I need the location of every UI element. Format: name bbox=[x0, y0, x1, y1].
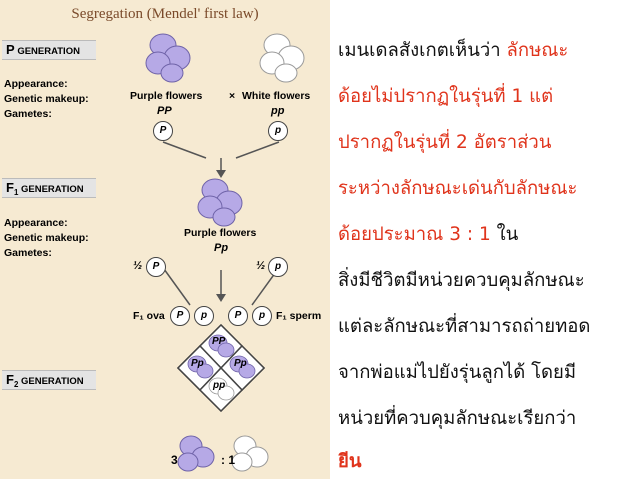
gamete-fraction: ½ bbox=[256, 260, 266, 272]
purple-flower-icon bbox=[145, 33, 191, 83]
gametes-label: Gametes: bbox=[4, 108, 52, 120]
genetic-makeup-label: Genetic makeup: bbox=[4, 232, 89, 244]
purple-flower-icon bbox=[197, 178, 243, 227]
text-line: ปรากฏในรุ่นที่ 2 อัตราส่วน bbox=[338, 132, 552, 153]
f2-generation-label: F2 GENERATION bbox=[2, 370, 96, 390]
sperm-circle: p bbox=[252, 306, 272, 326]
gamete-circle: P bbox=[153, 121, 173, 141]
diagram-title: Segregation (Mendel' first law) bbox=[71, 6, 259, 22]
f1-ova-label: F₁ ova bbox=[133, 310, 165, 322]
f1-generation-label: F1 GENERATION bbox=[2, 178, 96, 198]
punnett-cell: pp bbox=[213, 380, 226, 391]
white-flower-icon bbox=[259, 33, 305, 83]
right-parent-genotype: pp bbox=[271, 105, 285, 117]
gamete-circle: P bbox=[146, 257, 166, 277]
appearance-label: Appearance: bbox=[4, 78, 68, 90]
text-line: ด้อยประมาณ 3 : 1 ใน bbox=[338, 224, 519, 245]
final-word: ยีน bbox=[338, 451, 362, 472]
arrow-head bbox=[216, 294, 226, 302]
p-generation-label: P GENERATION bbox=[2, 40, 96, 60]
genetic-makeup-label: Genetic makeup: bbox=[4, 93, 89, 105]
right-parent-appearance: White flowers bbox=[242, 90, 311, 102]
purple-flower-icon bbox=[177, 435, 215, 472]
f1-genotype: Pp bbox=[214, 242, 229, 254]
white-flower-icon bbox=[231, 435, 269, 472]
f1-sperm-label: F₁ sperm bbox=[276, 310, 322, 322]
gamete-circle: p bbox=[268, 257, 288, 277]
text-line: ระหว่างลักษณะเด่นกับลักษณะ bbox=[338, 178, 578, 199]
gametes-label: Gametes: bbox=[4, 247, 52, 259]
left-parent-genotype: PP bbox=[157, 105, 172, 117]
punnett-cell: Pp bbox=[191, 358, 204, 369]
cross-symbol: × bbox=[229, 90, 236, 102]
ratio-left: 3 bbox=[171, 453, 178, 467]
gamete-circle: p bbox=[268, 121, 288, 141]
text-line: ด้อยไม่ปรากฏในรุ่นที่ 1 แต่ bbox=[338, 86, 554, 107]
f1-appearance: Purple flowers bbox=[184, 227, 257, 239]
punnett-square bbox=[176, 323, 266, 413]
text-line: หน่วยที่ควบคุมลักษณะเรียกว่า bbox=[338, 408, 577, 429]
ova-circle: p bbox=[194, 306, 214, 326]
text-line: แต่ละลักษณะที่สามารถถ่ายทอด bbox=[338, 316, 591, 337]
gamete-fraction: ½ bbox=[133, 260, 143, 272]
punnett-cell: PP bbox=[212, 336, 226, 347]
ova-circle: P bbox=[170, 306, 190, 326]
arrow-head bbox=[216, 170, 226, 178]
text-line: สิ่งมีชีวิตมีหน่วยควบคุมลักษณะ bbox=[338, 270, 585, 291]
text-line: จากพ่อแม่ไปยังรุ่นลูกได้ โดยมี bbox=[338, 362, 577, 383]
appearance-label: Appearance: bbox=[4, 217, 68, 229]
ratio-separator: : 1 bbox=[221, 453, 236, 467]
text-line: เมนเดลสังเกตเห็นว่า ลักษณะ bbox=[338, 40, 569, 61]
left-parent-appearance: Purple flowers bbox=[130, 90, 203, 102]
sperm-circle: P bbox=[228, 306, 248, 326]
punnett-cell: Pp bbox=[234, 358, 247, 369]
